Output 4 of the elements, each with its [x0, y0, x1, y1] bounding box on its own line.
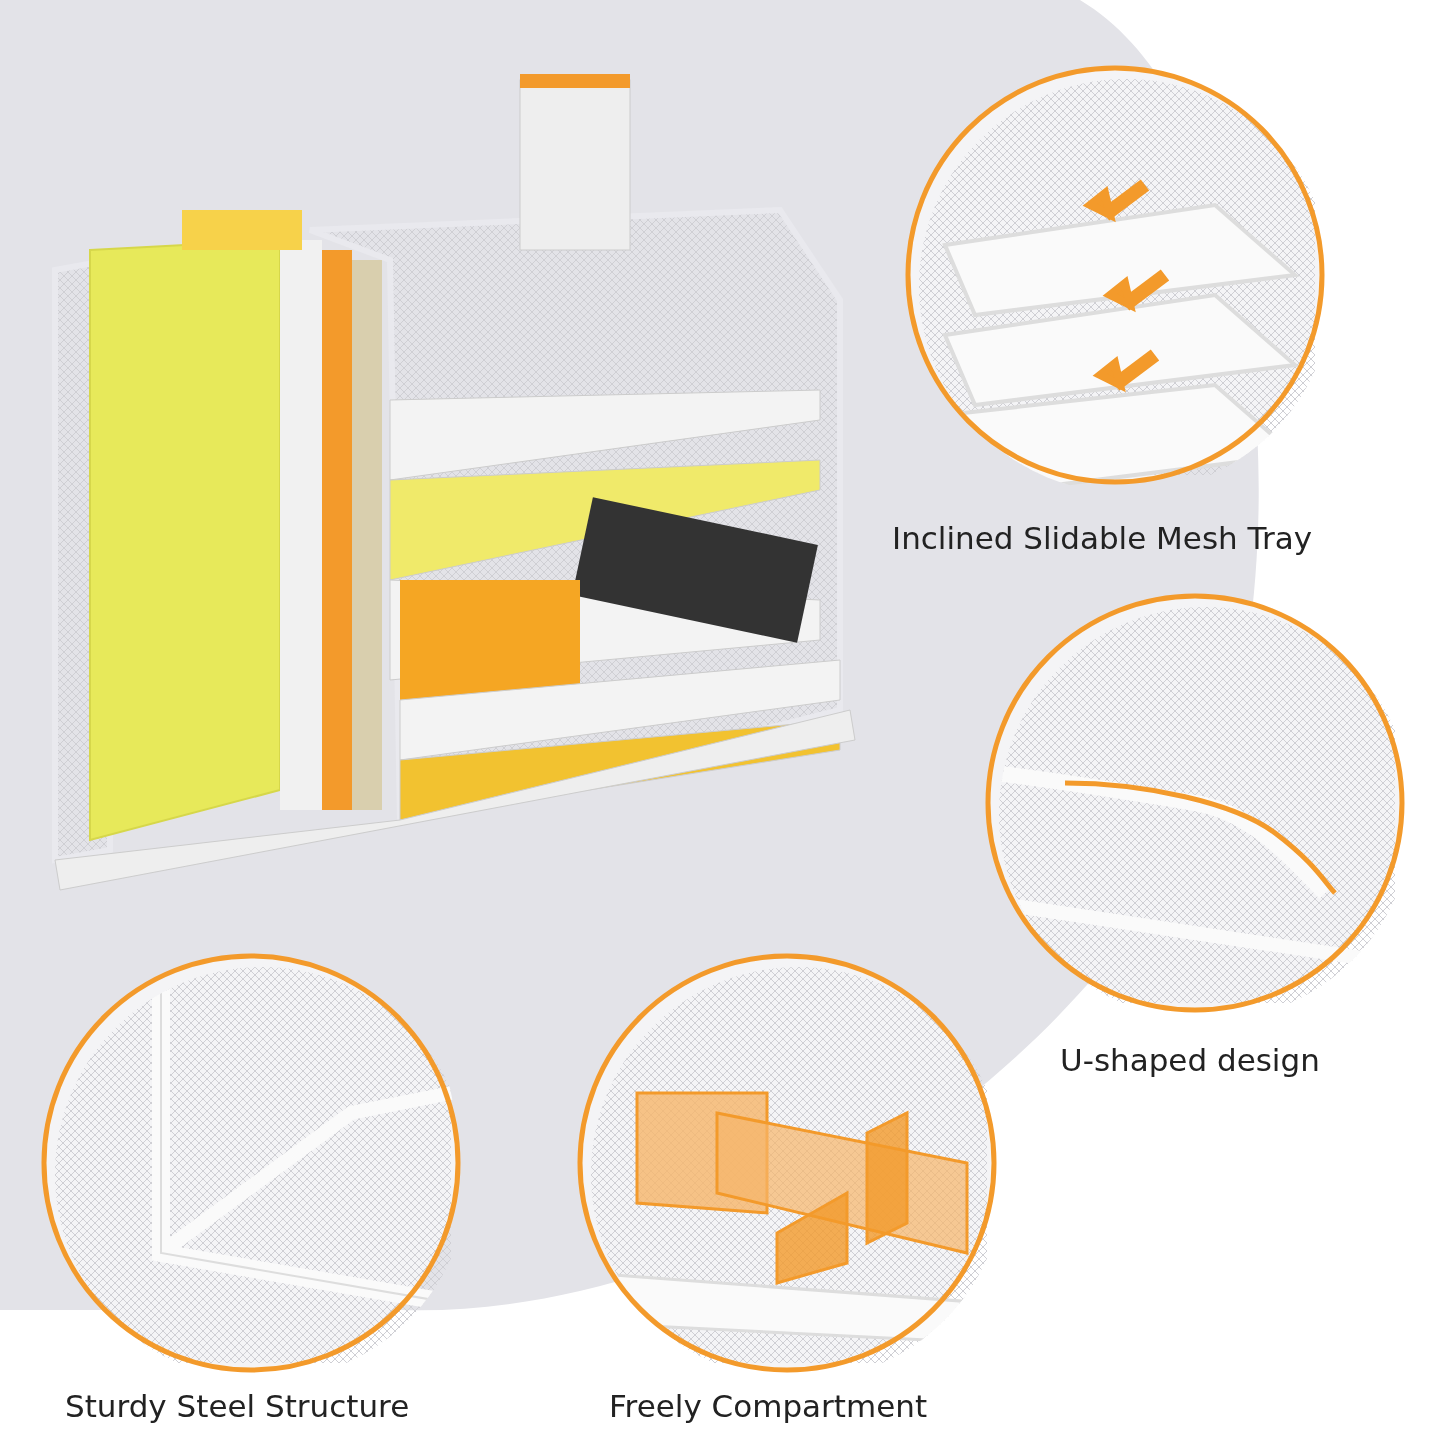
feature-caption: Sturdy Steel Structure [65, 1388, 410, 1424]
feature-caption: Inclined Slidable Mesh Tray [892, 520, 1313, 556]
feature-caption: Freely Compartment [609, 1388, 928, 1424]
feature-caption: U-shaped design [1060, 1042, 1320, 1078]
